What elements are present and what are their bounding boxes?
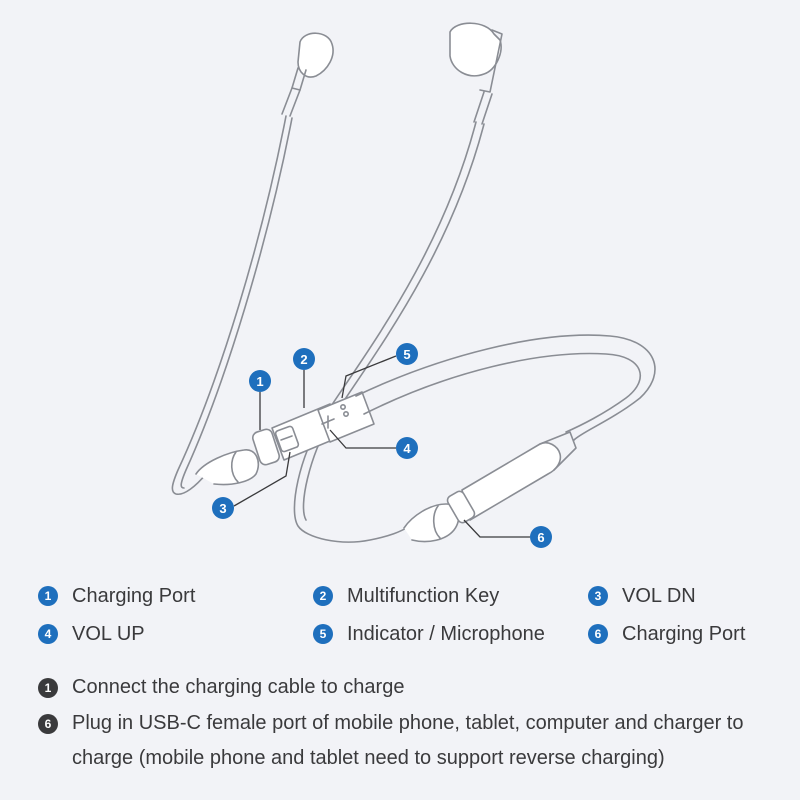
svg-text:2: 2 <box>300 352 307 367</box>
callout-6: 6 <box>530 526 552 548</box>
legend-badge: 1 <box>38 586 58 606</box>
leader-line-5 <box>341 355 397 399</box>
legend-label: VOL UP <box>72 622 145 645</box>
svg-text:1: 1 <box>256 374 263 389</box>
left-earbud <box>281 32 334 117</box>
right-battery-pod <box>461 431 577 521</box>
legend-label: Indicator / Microphone <box>347 622 545 645</box>
legend-badge: 6 <box>588 624 608 644</box>
right-earbud <box>449 22 503 125</box>
note-reverse-charging: 6 Plug in USB-C female port of mobile ph… <box>38 710 772 776</box>
legend-item-vol-up: 4 VOL UP <box>38 619 145 649</box>
right-charging-connector <box>403 490 476 543</box>
legend-badge: 5 <box>313 624 333 644</box>
callout-2: 2 <box>293 348 315 370</box>
callout-4: 4 <box>396 437 418 459</box>
leader-line-6 <box>463 519 530 538</box>
svg-text:6: 6 <box>537 530 544 545</box>
neckband <box>355 334 656 441</box>
legend-label: Multifunction Key <box>347 584 500 607</box>
leader-line-3 <box>233 451 291 507</box>
neckband-earphones-illustration: 1 2 3 4 5 6 <box>171 22 656 548</box>
legend-label: VOL DN <box>622 584 696 607</box>
legend-item-charging-port-6: 6 Charging Port <box>588 619 745 649</box>
legend-badge: 3 <box>588 586 608 606</box>
callout-1: 1 <box>249 370 271 392</box>
legend-label: Charging Port <box>72 584 196 607</box>
right-wire <box>293 121 477 543</box>
legend-item-multifunction-key: 2 Multifunction Key <box>313 581 499 611</box>
legend-item-charging-port-1: 1 Charging Port <box>38 581 195 611</box>
note-charging-cable: 1 Connect the charging cable to charge <box>38 674 772 705</box>
note-text: Connect the charging cable to charge <box>72 676 405 698</box>
legend-label: Charging Port <box>622 622 746 645</box>
svg-text:5: 5 <box>403 347 410 362</box>
callout-3: 3 <box>212 497 234 519</box>
svg-text:4: 4 <box>403 441 411 456</box>
legend-item-vol-dn: 3 VOL DN <box>588 581 696 611</box>
left-wire <box>171 115 287 496</box>
callout-5: 5 <box>396 343 418 365</box>
left-charging-connector <box>195 428 281 486</box>
right-control-module <box>317 391 375 443</box>
legend-badge: 2 <box>313 586 333 606</box>
svg-text:3: 3 <box>219 501 226 516</box>
note-badge: 6 <box>38 714 58 734</box>
note-badge: 1 <box>38 678 58 698</box>
leader-line-4 <box>329 429 396 449</box>
legend-item-indicator-microphone: 5 Indicator / Microphone <box>313 619 545 649</box>
legend-badge: 4 <box>38 624 58 644</box>
note-text: Plug in USB-C female port of mobile phon… <box>72 712 744 769</box>
